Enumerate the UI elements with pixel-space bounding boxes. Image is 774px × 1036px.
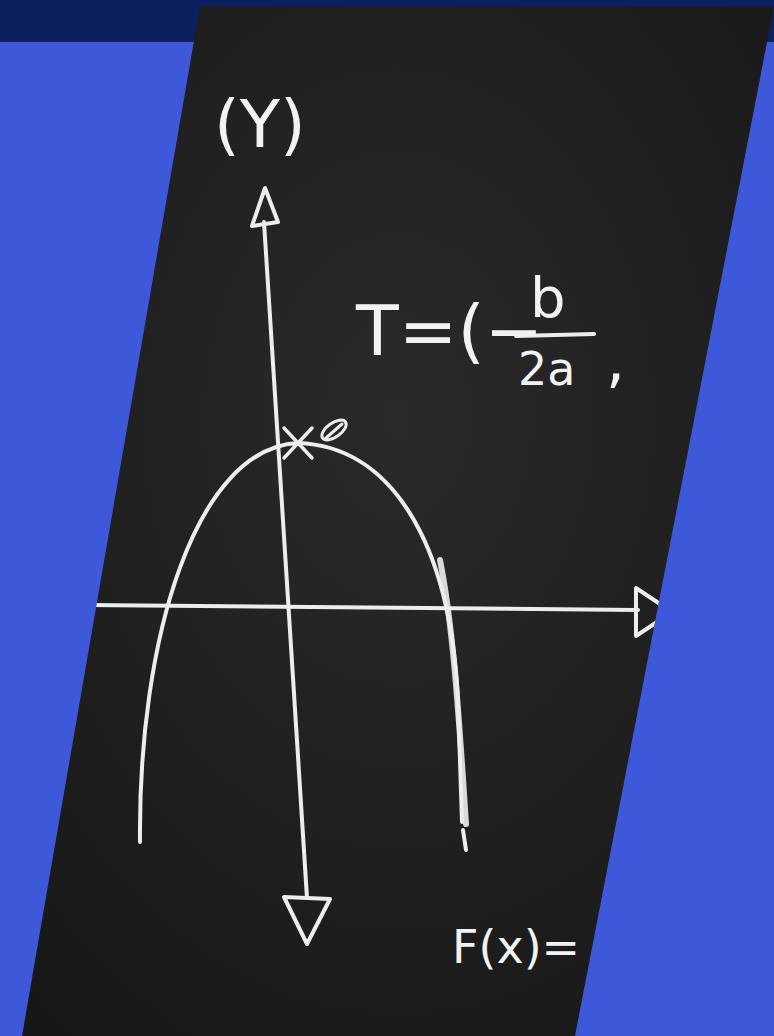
chalk-tick (463, 830, 466, 850)
chalkboard (22, 6, 774, 1036)
vertex-cross (284, 428, 312, 458)
function-label: F(x)= (452, 924, 580, 970)
vertex-formula: T=(− (356, 296, 543, 366)
y-arrowhead-top (252, 188, 278, 226)
x-arrowhead (636, 588, 672, 636)
axis-label: (Y) (214, 92, 306, 158)
parabola-right-branch (440, 560, 466, 824)
pointer-mark (319, 416, 350, 444)
fraction-numerator: b (530, 270, 566, 326)
fraction-denominator: 2a (518, 346, 575, 392)
vertex-cross (284, 428, 312, 458)
y-axis (264, 222, 307, 898)
parabola-curve (140, 443, 462, 842)
y-arrowhead-bottom (284, 897, 330, 944)
pointer-mark (326, 424, 342, 438)
formula-comma: , (606, 330, 625, 390)
